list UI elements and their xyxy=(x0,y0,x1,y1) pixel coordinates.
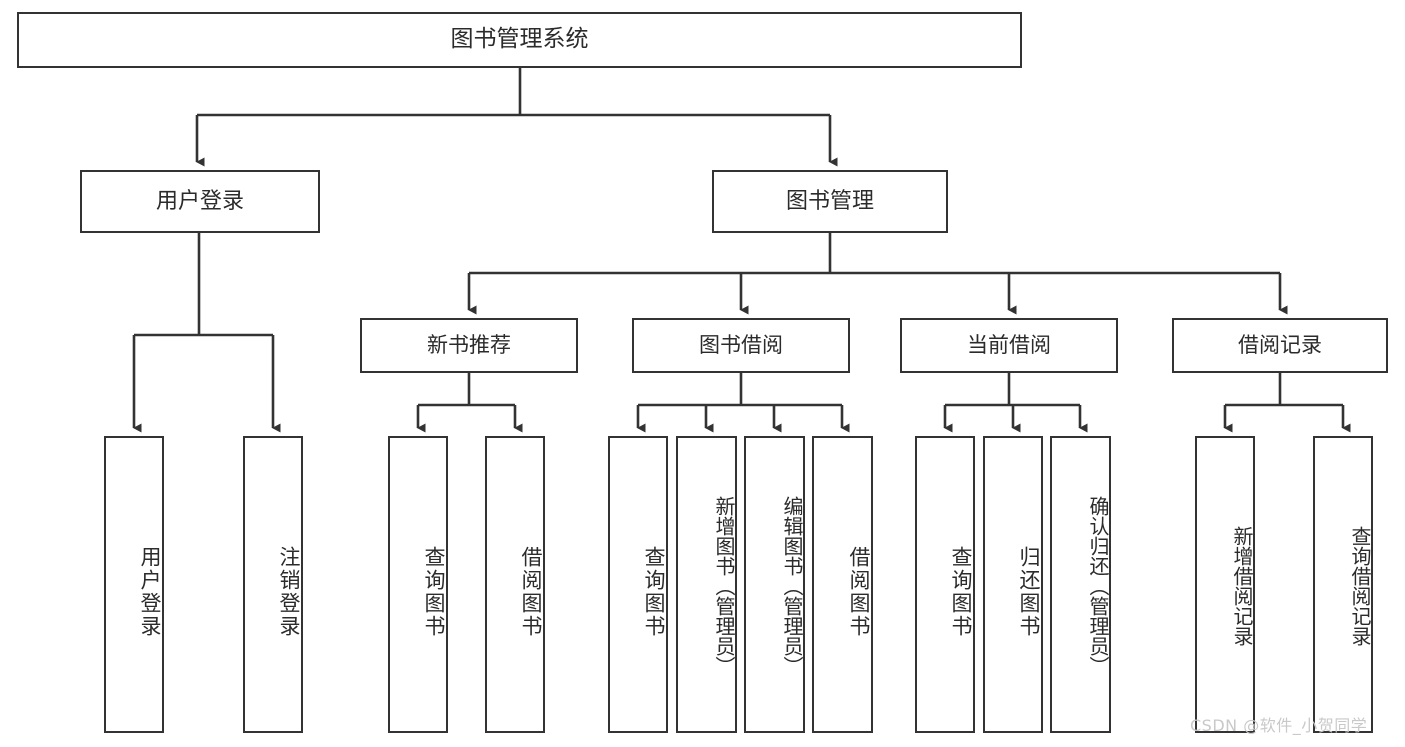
leaf-lend-book-label: 借阅图书 xyxy=(847,545,871,638)
leaf-user-login-label: 用户登录 xyxy=(138,545,162,638)
node-current-borrow-label: 当前借阅 xyxy=(967,333,1051,358)
node-new-book-recommend-label: 新书推荐 xyxy=(427,333,511,358)
leaf-add-borrow-record-label: 新增借阅记录 xyxy=(1230,525,1254,646)
leaf-query-book-current[interactable]: 查询图书 xyxy=(915,436,975,733)
leaf-add-book-admin-label: 新增图书（管理员） xyxy=(712,495,736,676)
leaf-borrow-book-recommend[interactable]: 借阅图书 xyxy=(485,436,545,733)
node-root-label: 图书管理系统 xyxy=(450,26,589,53)
node-user-login[interactable]: 用户登录 xyxy=(80,170,320,233)
leaf-edit-book-admin-label: 编辑图书（管理员） xyxy=(780,495,804,676)
node-book-management[interactable]: 图书管理 xyxy=(712,170,948,233)
node-book-borrow[interactable]: 图书借阅 xyxy=(632,318,850,373)
node-book-management-label: 图书管理 xyxy=(785,188,874,214)
leaf-user-login[interactable]: 用户登录 xyxy=(104,436,164,733)
leaf-return-book-label: 归还图书 xyxy=(1017,545,1041,638)
leaf-confirm-return-admin-label: 确认归还（管理员） xyxy=(1086,495,1110,676)
node-user-login-label: 用户登录 xyxy=(155,188,244,214)
leaf-borrow-book-recommend-label: 借阅图书 xyxy=(519,545,543,638)
leaf-return-book[interactable]: 归还图书 xyxy=(983,436,1043,733)
leaf-logout[interactable]: 注销登录 xyxy=(243,436,303,733)
leaf-logout-label: 注销登录 xyxy=(277,545,301,638)
node-book-borrow-label: 图书借阅 xyxy=(699,333,783,358)
leaf-add-book-admin[interactable]: 新增图书（管理员） xyxy=(676,436,737,733)
node-new-book-recommend[interactable]: 新书推荐 xyxy=(360,318,578,373)
node-borrow-record[interactable]: 借阅记录 xyxy=(1172,318,1388,373)
leaf-lend-book[interactable]: 借阅图书 xyxy=(812,436,873,733)
leaf-query-borrow-record[interactable]: 查询借阅记录 xyxy=(1313,436,1373,733)
leaf-query-book-current-label: 查询图书 xyxy=(949,545,973,638)
leaf-query-borrow-record-label: 查询借阅记录 xyxy=(1348,525,1372,646)
leaf-query-book-borrow-label: 查询图书 xyxy=(642,545,666,638)
leaf-confirm-return-admin[interactable]: 确认归还（管理员） xyxy=(1050,436,1111,733)
leaf-query-book-recommend-label: 查询图书 xyxy=(422,545,446,638)
leaf-query-book-recommend[interactable]: 查询图书 xyxy=(388,436,448,733)
leaf-add-borrow-record[interactable]: 新增借阅记录 xyxy=(1195,436,1255,733)
node-current-borrow[interactable]: 当前借阅 xyxy=(900,318,1118,373)
csdn-watermark: CSDN @软件_小贺同学 xyxy=(1190,716,1368,735)
node-root[interactable]: 图书管理系统 xyxy=(17,12,1022,68)
leaf-edit-book-admin[interactable]: 编辑图书（管理员） xyxy=(744,436,805,733)
leaf-query-book-borrow[interactable]: 查询图书 xyxy=(608,436,668,733)
node-borrow-record-label: 借阅记录 xyxy=(1238,333,1322,358)
